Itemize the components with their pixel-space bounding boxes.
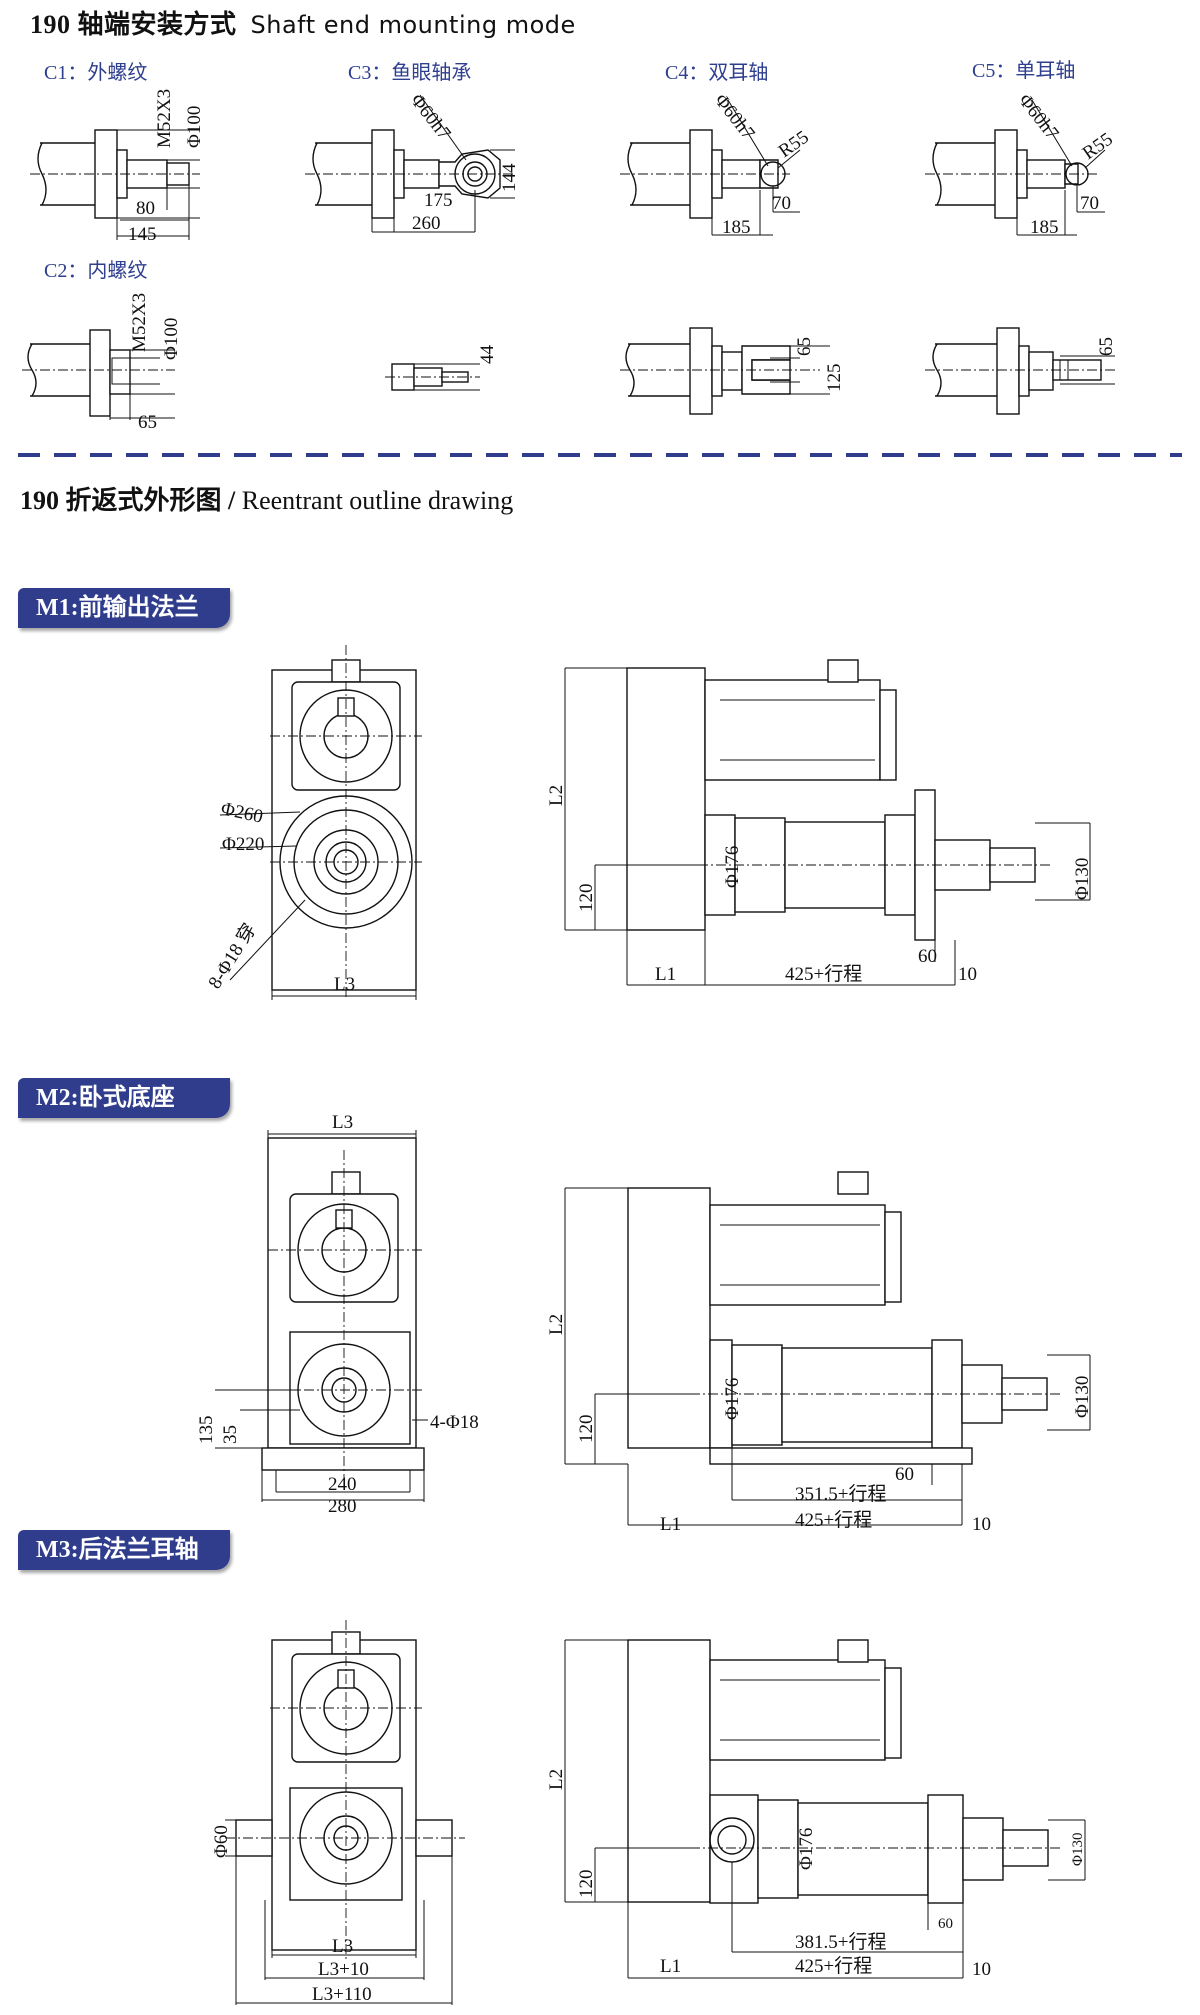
section-title-en: Shaft end mounting mode	[250, 11, 576, 39]
c1-label: C1：外螺纹	[44, 62, 148, 84]
m2-dim-stroke1: 351.5+行程	[795, 1483, 886, 1505]
m3-front-view: Φ60 L3 L3+10 L3+110	[211, 1620, 465, 2005]
m3-dim-stroke1: 381.5+行程	[795, 1931, 886, 1953]
m1-front-view: Φ260 Φ220 8-Φ18 穿 L3	[204, 645, 422, 1000]
c5-dim-65: 65	[1096, 337, 1117, 356]
c2-dim-thread: M52X3	[129, 293, 150, 352]
m1-dim-d176: Φ176	[722, 846, 743, 888]
m2-badge: M2:卧式底座	[18, 1078, 230, 1118]
m2-dim-stroke2: 425+行程	[795, 1509, 872, 1531]
m1-dim-l1: L1	[655, 964, 676, 985]
m1-side-view: L2 120 Φ176 Φ130 L1 425+行程 60 10	[546, 659, 1093, 986]
m1-dim-10: 10	[958, 964, 977, 985]
c3-dim-260: 260	[412, 213, 441, 234]
c3-label: C3：鱼眼轴承	[348, 62, 472, 84]
m3-dim-l3-110: L3+110	[312, 1984, 372, 2005]
c4-dim-65: 65	[794, 337, 815, 356]
m2-dim-240: 240	[328, 1474, 357, 1495]
m2-dim-d176: Φ176	[722, 1378, 743, 1420]
m2-dim-d130: Φ130	[1072, 1376, 1093, 1418]
m3-dim-l3-10: L3+10	[318, 1959, 369, 1980]
m2-dim-280: 280	[328, 1496, 357, 1517]
c2-drawing: M52X3 Φ100 65	[22, 293, 182, 433]
m1-dim-d220: Φ220	[222, 834, 264, 855]
m1-dim-60: 60	[918, 946, 937, 967]
m3-dim-120: 120	[576, 1870, 597, 1899]
m2-dim-l2: L2	[546, 1314, 567, 1335]
m1-dim-d260: Φ260	[219, 798, 265, 827]
c4-label: C4：双耳轴	[665, 62, 769, 84]
c5-label: C5：单耳轴	[972, 60, 1076, 82]
m3-side-view: L2 120 Φ176 Φ130 60 381.5+行程 L1 425+行程 1…	[546, 1639, 1086, 1980]
m3-dim-l1: L1	[660, 1956, 681, 1977]
c5-dim-70: 70	[1080, 193, 1099, 214]
c1-dim-thread: M52X3	[154, 89, 175, 148]
c2-dim-dia: Φ100	[161, 318, 182, 360]
m3-dim-stroke2: 425+行程	[795, 1955, 872, 1977]
c5-dim-pin: Φ60h7	[1014, 90, 1062, 144]
m2-dim-l1: L1	[660, 1514, 681, 1535]
section-title-reentrant: 190 折返式外形图 / Reentrant outline drawing	[20, 480, 513, 517]
c3-drawing: Φ60h7 144 175 260 44	[305, 90, 520, 391]
section2-title-en: Reentrant outline drawing	[241, 486, 514, 515]
section-title-cn: 190 轴端安装方式	[30, 10, 237, 39]
m2-dim-35: 35	[220, 1425, 241, 1444]
m2-dim-l3: L3	[332, 1112, 353, 1133]
m2-dim-60: 60	[895, 1464, 914, 1485]
m2-dim-holes: 4-Φ18	[430, 1412, 479, 1433]
c1-dim-145: 145	[128, 224, 157, 245]
m2-dim-120: 120	[576, 1415, 597, 1444]
m3-dim-d176: Φ176	[796, 1828, 817, 1870]
c2-dim-65: 65	[138, 412, 157, 433]
c1-dim-80: 80	[136, 198, 155, 219]
m1-badge: M1:前输出法兰	[18, 588, 230, 628]
c1-dim-dia: Φ100	[184, 106, 205, 148]
m2-dim-10: 10	[972, 1514, 991, 1535]
m3-dim-d130: Φ130	[1070, 1833, 1086, 1866]
c5-dim-r: R55	[1079, 129, 1117, 164]
m1-dim-l2: L2	[546, 785, 567, 806]
c4-drawing: Φ60h7 R55 70 185 65 125	[620, 90, 845, 415]
c4-dim-70: 70	[772, 193, 791, 214]
c2-label: C2：内螺纹	[44, 260, 148, 282]
section2-title-cn: 190 折返式外形图 /	[20, 486, 236, 515]
c4-dim-125: 125	[824, 364, 845, 393]
m1-dim-d130: Φ130	[1072, 858, 1093, 900]
c3-dim-144: 144	[499, 163, 520, 192]
m3-dim-60: 60	[938, 1916, 953, 1932]
m2-front-view: L3 135 35 4-Φ18 240 280	[196, 1112, 479, 1517]
c5-dim-185: 185	[1030, 217, 1059, 238]
c4-dim-185: 185	[722, 217, 751, 238]
c3-dim-pin: Φ60h7	[406, 90, 454, 144]
m3-dim-l3: L3	[332, 1936, 353, 1957]
section-title-shaft-end: 190 轴端安装方式 Shaft end mounting mode	[30, 4, 576, 41]
m3-dim-l2: L2	[546, 1769, 567, 1790]
m2-dim-135: 135	[196, 1416, 217, 1445]
c3-dim-175: 175	[424, 190, 453, 211]
m3-dim-10: 10	[972, 1959, 991, 1980]
m1-dim-120: 120	[576, 884, 597, 913]
m3-badge: M3:后法兰耳轴	[18, 1530, 230, 1570]
c3-dim-44: 44	[477, 345, 498, 365]
c1-drawing: M52X3 Φ100 80 145	[30, 89, 205, 245]
c4-dim-pin: Φ60h7	[710, 90, 758, 144]
m1-dim-l3: L3	[334, 974, 355, 995]
c4-dim-r: R55	[775, 127, 813, 162]
m2-side-view: L2 120 Φ176 Φ130 60 351.5+行程 L1 425+行程 1…	[546, 1171, 1093, 1535]
m3-dim-d60: Φ60	[211, 1825, 232, 1858]
c5-drawing: Φ60h7 R55 70 185 65	[925, 90, 1117, 415]
m1-dim-stroke: 425+行程	[785, 963, 862, 985]
